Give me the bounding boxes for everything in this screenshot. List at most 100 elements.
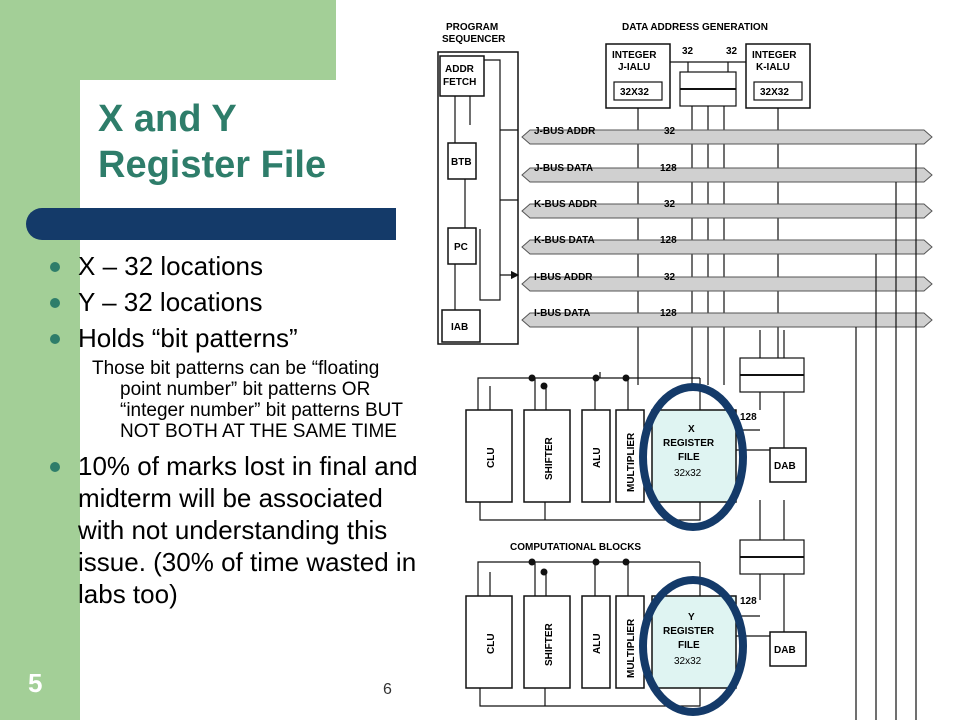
bus-arrow: [521, 276, 933, 292]
x-register-label: X: [688, 424, 695, 435]
iab-label: IAB: [451, 322, 468, 333]
ialu-width-right: 32: [726, 46, 738, 57]
x-register-highlight-circle: [639, 383, 747, 531]
k-ialu-size-box: [753, 81, 803, 101]
addr-fetch-label: FETCH: [443, 77, 476, 88]
j-ialu-label: INTEGER: [612, 50, 657, 61]
bullet-item: 10% of marks lost in final and midterm w…: [44, 450, 429, 610]
bus-width: 32: [664, 199, 676, 210]
left-green-strip: [0, 0, 80, 720]
program-sequencer-label: SEQUENCER: [442, 34, 506, 45]
dab-label: DAB: [774, 461, 796, 472]
y-width-128: 128: [740, 596, 757, 607]
y-register-label: FILE: [678, 640, 700, 651]
bus-drop-lines: [855, 144, 917, 720]
btb-box: [447, 142, 477, 180]
junction-dot: [592, 558, 600, 566]
computational-blocks-label: COMPUTATIONAL BLOCKS: [510, 542, 641, 553]
shifter-label: SHIFTER: [544, 436, 555, 480]
junction-dot: [540, 568, 548, 576]
title-line-2: Register File: [98, 144, 327, 186]
bus-width: 32: [664, 126, 676, 137]
bullet-dot-icon: [50, 334, 60, 344]
y-register-label: Y: [688, 612, 695, 623]
alu-label: ALU: [592, 447, 603, 468]
alu-label: ALU: [592, 633, 603, 654]
lower-block-wiring: [477, 561, 770, 707]
y-register-size: 32x32: [674, 656, 702, 667]
junction-dot: [528, 558, 536, 566]
slide-number: 5: [28, 668, 43, 698]
x-register-size: 32x32: [674, 468, 702, 479]
pc-box: [447, 227, 477, 265]
footer-page-number: 6: [383, 681, 392, 698]
bullet-text: 10% of marks lost in final and midterm w…: [78, 451, 418, 609]
top-green-band: [80, 0, 336, 80]
y-register-highlight-circle: [639, 576, 747, 716]
mux-wiring: [759, 330, 785, 632]
j-ialu-label: J-IALU: [618, 62, 650, 73]
dag-wiring: [670, 61, 746, 72]
ialu-width-left: 32: [682, 46, 694, 57]
junction-dot: [528, 374, 536, 382]
bus-label: K-BUS DATA: [534, 235, 595, 246]
y-register-label: REGISTER: [663, 626, 715, 637]
bus-arrow: [521, 129, 933, 145]
program-sequencer-label: PROGRAM: [446, 22, 498, 33]
shifter-label: SHIFTER: [544, 622, 555, 666]
bus-width: 128: [660, 235, 677, 246]
x-width-128: 128: [740, 412, 757, 423]
bullet-text: Holds “bit patterns”: [78, 323, 298, 353]
sub-bullet-text: Those bit patterns can be “floating poin…: [92, 358, 403, 442]
bus-label: I-BUS DATA: [534, 308, 590, 319]
addr-fetch-label: ADDR: [445, 64, 475, 75]
k-ialu-label: K-IALU: [756, 62, 790, 73]
bullet-item: Y – 32 locations: [44, 286, 429, 318]
shifter-box-upper: [523, 409, 571, 503]
dag-title: DATA ADDRESS GENERATION: [622, 22, 768, 33]
bus-label: J-BUS ADDR: [534, 126, 596, 137]
title-line-1: X and Y: [98, 98, 237, 140]
program-sequencer-box: [437, 51, 519, 345]
bus-label: K-BUS ADDR: [534, 199, 598, 210]
sequencer-wiring: [454, 59, 501, 310]
bus-label: I-BUS ADDR: [534, 272, 593, 283]
shifter-box-lower: [523, 595, 571, 689]
bullet-dot-icon: [50, 262, 60, 272]
k-ialu-size: 32X32: [760, 87, 789, 98]
bus-arrow: [521, 167, 933, 183]
sequencer-bus-links: [500, 129, 518, 275]
junction-dot: [622, 558, 630, 566]
k-ialu-label: INTEGER: [752, 50, 797, 61]
x-register-label: FILE: [678, 452, 700, 463]
pc-label: PC: [454, 242, 468, 253]
slide-title: X and Y Register File: [98, 96, 326, 188]
bullet-text: X – 32 locations: [78, 251, 264, 281]
j-ialu-size: 32X32: [620, 87, 649, 98]
dab-box-lower: [769, 631, 807, 667]
y-register-file-box: [651, 595, 737, 689]
dab-box-upper: [769, 447, 807, 483]
bus-group: J-BUS ADDR 32 J-BUS DATA 128 K-BUS ADDR …: [521, 126, 933, 328]
dab-label: DAB: [774, 645, 796, 656]
bullet-text: Y – 32 locations: [78, 287, 263, 317]
addr-fetch-box: [439, 55, 485, 97]
bus-arrow: [521, 312, 933, 328]
clu-box-lower: [465, 595, 513, 689]
junction-dot: [592, 374, 600, 382]
bus-arrow: [521, 239, 933, 255]
bullet-item: X – 32 locations: [44, 250, 429, 282]
multiplier-label: MULTIPLIER: [626, 618, 637, 678]
title-underline-bar: [26, 208, 396, 240]
bullet-dot-icon: [50, 462, 60, 472]
j-ialu-size-box: [613, 81, 663, 101]
clu-label: CLU: [486, 447, 497, 468]
btb-label: BTB: [451, 157, 472, 168]
multiplier-label: MULTIPLIER: [626, 432, 637, 492]
iab-box: [441, 309, 481, 343]
alu-box-upper: [581, 409, 611, 503]
junction-dot: [540, 382, 548, 390]
bus-label: J-BUS DATA: [534, 163, 593, 174]
bus-arrow: [521, 203, 933, 219]
x-register-file-box: [651, 409, 737, 503]
